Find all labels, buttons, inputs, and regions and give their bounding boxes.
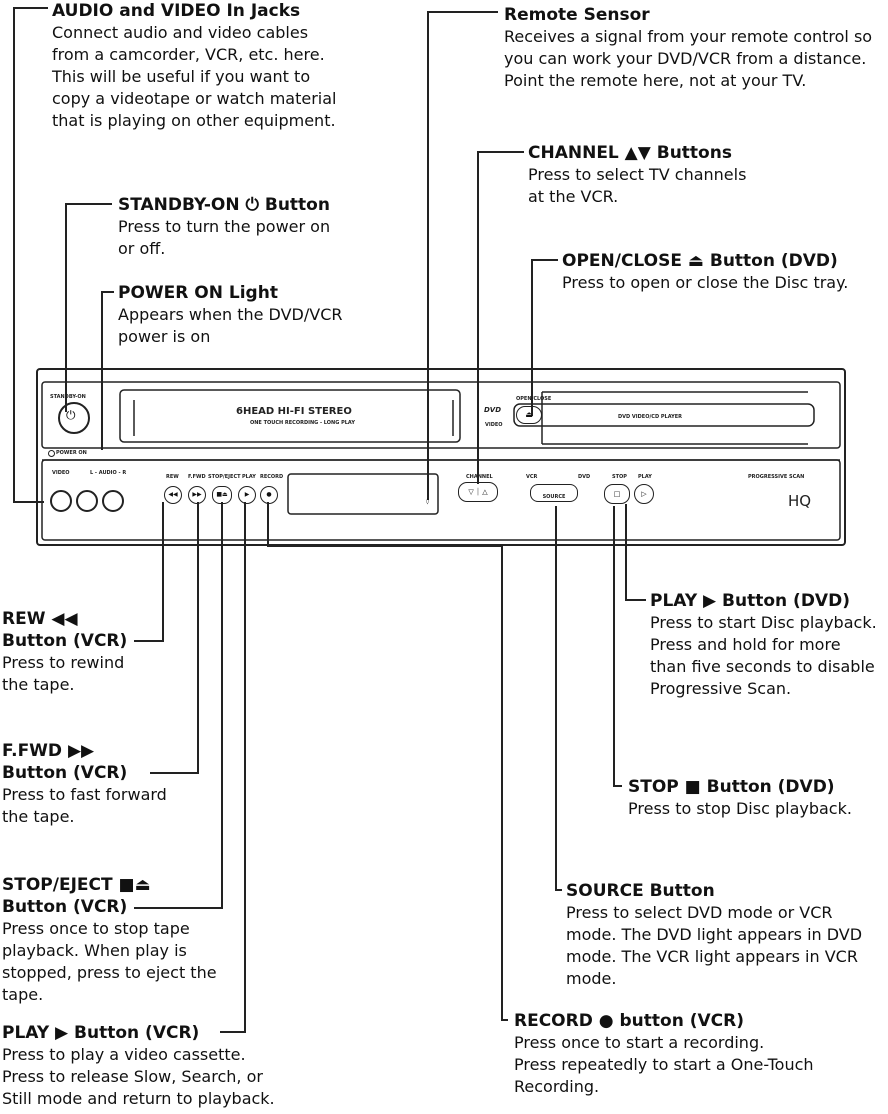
leader-source — [555, 506, 562, 891]
leader-standby — [65, 203, 112, 412]
callout-rew-button: REW ◀◀ Button (VCR) Press to rewind the … — [2, 608, 127, 696]
video-label: VIDEO — [52, 470, 70, 476]
callout-stop-dvd-button: STOP ■ Button (DVD) Press to stop Disc p… — [628, 776, 852, 820]
dvd-light-label: DVD — [578, 474, 591, 480]
callout-desc: Press to select DVD mode or VCR mode. Th… — [566, 903, 863, 988]
callout-desc: Receives a signal from your remote contr… — [504, 27, 873, 90]
play-vcr-label: PLAY — [242, 474, 256, 480]
source-button[interactable]: SOURCE — [530, 484, 578, 502]
callout-title: RECORD ● button (VCR) — [514, 1011, 744, 1031]
standby-button[interactable] — [58, 402, 90, 434]
remote-sensor: ◊ — [426, 498, 429, 505]
hifi-label: 6HEAD HI-FI STEREO — [236, 406, 352, 417]
dvd-player-label: DVD VIDEO/CD PLAYER — [618, 414, 682, 420]
audio-right-jack[interactable] — [102, 490, 124, 512]
channel-buttons[interactable]: ▽ ⏐ △ — [458, 482, 498, 502]
callout-title: STOP/EJECT ■⏏ Button (VCR) — [2, 875, 151, 917]
callout-title: AUDIO and VIDEO In Jacks — [52, 1, 301, 21]
callout-channel-buttons: CHANNEL ▲▼ Buttons Press to select TV ch… — [528, 142, 746, 208]
hq-logo: HQ — [788, 492, 812, 510]
dvd-vcr-front-panel: ⏻ STANDBY-ON POWER ON 6HEAD HI-FI STEREO… — [36, 368, 846, 546]
audio-label: L - AUDIO - R — [90, 470, 127, 476]
power-symbol-icon: ⏻ — [66, 408, 76, 422]
play-dvd-button[interactable]: ▷ — [634, 484, 654, 504]
callout-title: PLAY ▶ Button (VCR) — [2, 1023, 200, 1043]
dvd-video-label: VIDEO — [485, 422, 503, 428]
hifi-sub-label: ONE TOUCH RECORDING - LONG PLAY — [250, 420, 355, 426]
callout-desc: Press to fast forward the tape. — [2, 785, 167, 826]
callout-title: STOP ■ Button (DVD) — [628, 777, 835, 797]
play-dvd-label: PLAY — [638, 474, 652, 480]
callout-desc: Press once to start a recording. Press r… — [514, 1033, 814, 1096]
record-label: RECORD — [260, 474, 284, 480]
play-vcr-button[interactable]: ▶ — [238, 486, 256, 504]
callout-play-vcr-button: PLAY ▶ Button (VCR) Press to play a vide… — [2, 1022, 275, 1110]
callout-title: POWER ON Light — [118, 283, 278, 303]
source-label: SOURCE — [542, 494, 566, 500]
callout-desc: Press to start Disc playback. Press and … — [650, 613, 877, 698]
callout-desc: Press to turn the power on or off. — [118, 217, 331, 258]
leader-av-in — [13, 7, 48, 503]
open-close-button[interactable]: ⏏ — [516, 406, 542, 424]
callout-title: F.FWD ▶▶ Button (VCR) — [2, 741, 128, 783]
callout-title: REW ◀◀ Button (VCR) — [2, 609, 128, 651]
callout-title: CHANNEL ▲▼ Buttons — [528, 143, 732, 163]
power-on-label: POWER ON — [56, 450, 87, 456]
leader-play-dvd — [625, 504, 646, 601]
rew-label: REW — [166, 474, 179, 480]
callout-stop-eject-button: STOP/EJECT ■⏏ Button (VCR) Press once to… — [2, 874, 217, 1006]
record-button[interactable]: ● — [260, 486, 278, 504]
vcr-light-label: VCR — [526, 474, 538, 480]
ffwd-label: F.FWD — [188, 474, 206, 480]
callout-ffwd-button: F.FWD ▶▶ Button (VCR) Press to fast forw… — [2, 740, 167, 828]
callout-open-close-button: OPEN/CLOSE ⏏ Button (DVD) Press to open … — [562, 250, 848, 294]
callout-desc: Press to open or close the Disc tray. — [562, 273, 849, 292]
rew-button[interactable]: ◀◀ — [164, 486, 182, 504]
callout-source-button: SOURCE Button Press to select DVD mode o… — [566, 880, 862, 990]
leader-play-vcr — [220, 502, 246, 1033]
callout-title: STANDBY-ON ⏻ Button — [118, 195, 330, 215]
callout-desc: Press to select TV channels at the VCR. — [528, 165, 747, 206]
open-close-label: OPEN/CLOSE — [516, 396, 552, 402]
channel-label: CHANNEL — [466, 474, 493, 480]
leader-ffwd — [150, 502, 199, 774]
power-on-light — [48, 450, 55, 457]
leader-rew — [134, 502, 164, 642]
callout-desc: Connect audio and video cables from a ca… — [52, 23, 337, 130]
stop-dvd-label: STOP — [612, 474, 627, 480]
leader-power-light — [101, 291, 114, 450]
leader-channel — [477, 151, 524, 484]
callout-record-button: RECORD ● button (VCR) Press once to star… — [514, 1010, 814, 1098]
callout-title: Remote Sensor — [504, 5, 650, 25]
callout-av-in-jacks: AUDIO and VIDEO In Jacks Connect audio a… — [52, 0, 336, 132]
callout-standby-button: STANDBY-ON ⏻ Button Press to turn the po… — [118, 194, 330, 260]
callout-play-dvd-button: PLAY ▶ Button (DVD) Press to start Disc … — [650, 590, 877, 700]
leader-stop-dvd — [613, 506, 622, 787]
callout-power-on-light: POWER ON Light Appears when the DVD/VCR … — [118, 282, 342, 348]
ffwd-button[interactable]: ▶▶ — [188, 486, 206, 504]
callout-desc: Press to play a video cassette. Press to… — [2, 1045, 275, 1108]
callout-desc: Press to rewind the tape. — [2, 653, 125, 694]
callout-remote-sensor: Remote Sensor Receives a signal from you… — [504, 4, 872, 92]
leader-remote — [427, 11, 498, 500]
callout-desc: Press to stop Disc playback. — [628, 799, 852, 818]
callout-title: SOURCE Button — [566, 881, 715, 901]
audio-left-jack[interactable] — [76, 490, 98, 512]
dvd-logo: DVD — [484, 406, 502, 414]
stop-dvd-button[interactable]: □ — [604, 484, 630, 504]
stop-eject-label: STOP/EJECT — [208, 474, 241, 480]
stop-eject-button[interactable]: ■⏏ — [212, 486, 232, 504]
device-body-drawing — [41, 381, 841, 541]
standby-label: STANDBY-ON — [50, 394, 86, 400]
callout-title: PLAY ▶ Button (DVD) — [650, 591, 850, 611]
callout-desc: Appears when the DVD/VCR power is on — [118, 305, 343, 346]
leader-stop-eject — [134, 502, 223, 909]
video-jack[interactable] — [50, 490, 72, 512]
leader-open-close — [531, 259, 558, 416]
callout-title: OPEN/CLOSE ⏏ Button (DVD) — [562, 251, 838, 271]
leader-record — [267, 502, 508, 1021]
progressive-scan-label: PROGRESSIVE SCAN — [748, 474, 805, 480]
callout-desc: Press once to stop tape playback. When p… — [2, 919, 217, 1004]
